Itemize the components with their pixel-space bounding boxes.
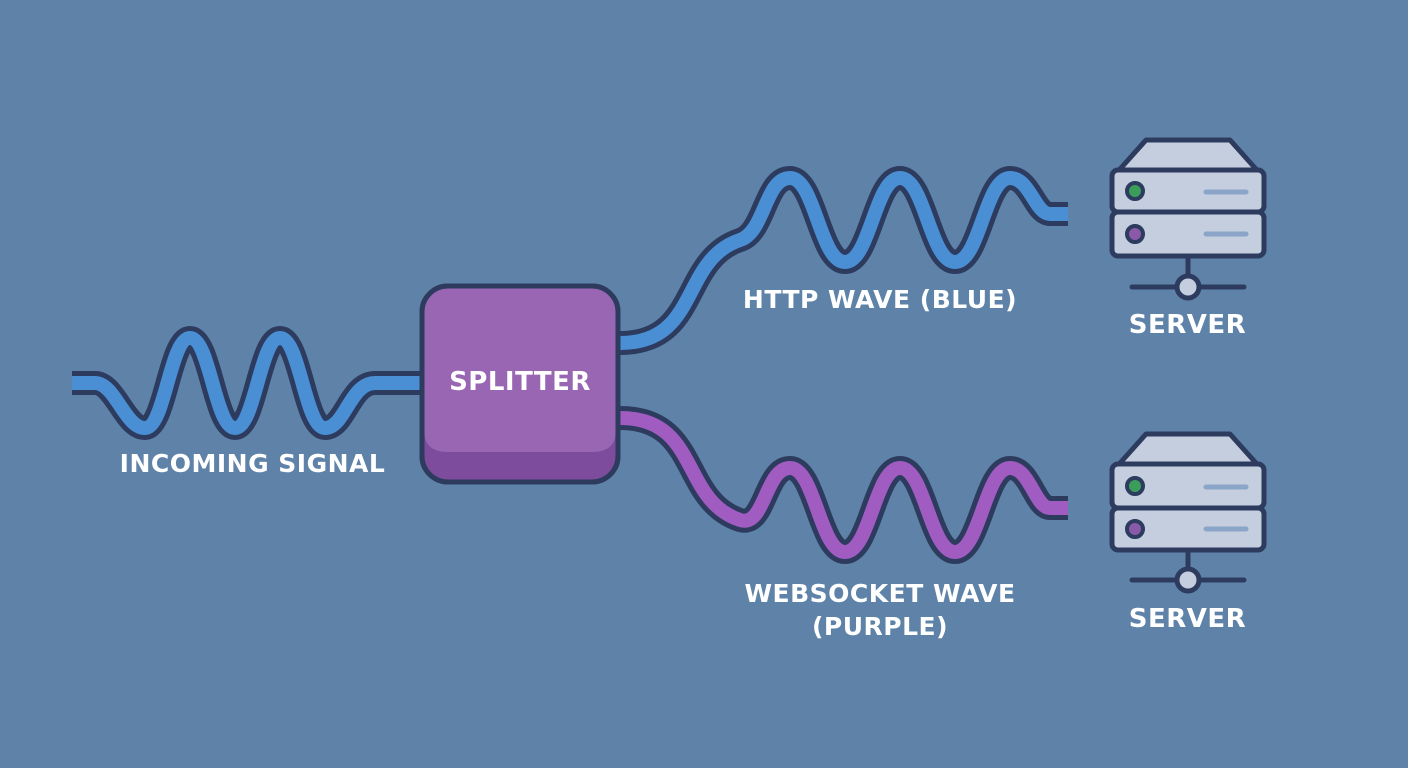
incoming-signal-wave	[72, 326, 422, 440]
status-light-green-icon	[1125, 476, 1145, 496]
http-wave-label: HTTP WAVE (BLUE)	[742, 285, 1018, 314]
http-wave	[619, 166, 1068, 355]
splitter-label: SPLITTER	[449, 367, 591, 397]
server-bottom-label: SERVER	[1128, 604, 1247, 634]
websocket-wave-label: WEBSOCKET WAVE (PURPLE)	[720, 578, 1040, 643]
status-light-green-icon	[1125, 181, 1145, 201]
websocket-wave-label-line1: WEBSOCKET WAVE	[744, 579, 1016, 608]
websocket-wave-label-line2: (PURPLE)	[811, 611, 949, 641]
server-bottom-icon	[1109, 431, 1267, 594]
websocket-wave	[619, 406, 1068, 564]
status-light-purple-icon	[1125, 224, 1145, 244]
server-top-icon	[1109, 137, 1267, 301]
splitter-box-icon	[419, 283, 621, 485]
incoming-signal-label: INCOMING SIGNAL	[119, 449, 386, 478]
status-light-purple-icon	[1125, 519, 1145, 539]
server-top-label: SERVER	[1128, 310, 1247, 340]
